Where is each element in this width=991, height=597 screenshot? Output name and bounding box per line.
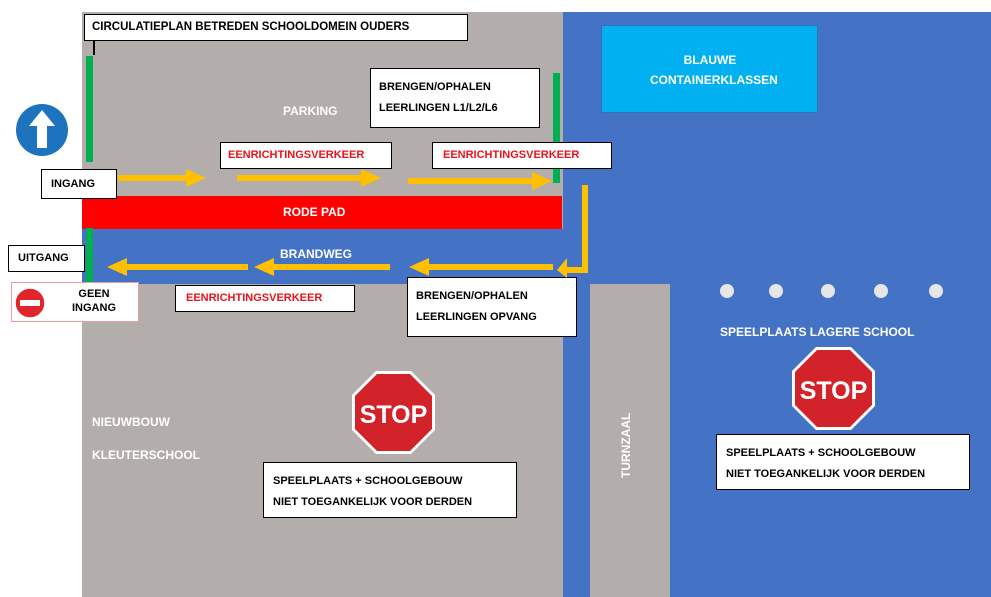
dot-3 — [821, 284, 835, 298]
turnzaal-building — [590, 284, 670, 597]
warning-left-line1: SPEELPLAATS + SCHOOLGEBOUW — [273, 475, 463, 487]
brengen-opvang-line2: LEERLINGEN OPVANG — [416, 311, 537, 323]
ingang-box: INGANG — [41, 169, 117, 199]
dot-4 — [874, 284, 888, 298]
geen-ingang-label: GEEN INGANG — [62, 287, 126, 315]
arrow-down — [582, 185, 588, 273]
brengen-ophalen-l1-box: BRENGEN/OPHALEN LEERLINGEN L1/L2/L6 — [370, 68, 540, 128]
arrow-out-2 — [272, 264, 390, 270]
nieuwbouw-label: NIEUWBOUW — [92, 415, 170, 429]
eenrichting-box-1: EENRICHTINGSVERKEER — [220, 142, 392, 169]
parking-label: PARKING — [283, 104, 338, 118]
dot-2 — [769, 284, 783, 298]
brengen-ophalen-opvang-box: BRENGEN/OPHALEN LEERLINGEN OPVANG — [407, 277, 577, 337]
blauwe-containerklassen — [601, 25, 818, 113]
geen-ingang-line2: INGANG — [72, 302, 116, 314]
rode-pad-label: RODE PAD — [283, 205, 346, 219]
brengen-opvang-line1: BRENGEN/OPHALEN — [416, 290, 528, 302]
arrow-in-1 — [118, 175, 188, 181]
warning-box-left: SPEELPLAATS + SCHOOLGEBOUW NIET TOEGANKE… — [263, 462, 517, 518]
arrow-in-2 — [237, 175, 363, 181]
brandweg-road — [82, 229, 564, 284]
brengen-l1-line2: LEERLINGEN L1/L2/L6 — [379, 102, 498, 114]
dot-1 — [720, 284, 734, 298]
title-connector — [93, 41, 95, 55]
arrow-turn — [565, 267, 588, 273]
brandweg-label: BRANDWEG — [280, 247, 352, 261]
playground-dots — [720, 284, 943, 298]
green-bar-left — [86, 56, 93, 162]
warning-right-line1: SPEELPLAATS + SCHOOLGEBOUW — [726, 447, 916, 459]
warning-left-line2: NIET TOEGANKELIJK VOOR DERDEN — [273, 496, 473, 508]
arrow-in-3 — [408, 178, 534, 184]
brengen-l1-line1: BRENGEN/OPHALEN — [379, 81, 491, 93]
arrow-out-3 — [125, 264, 248, 270]
eenrichting-box-3: EENRICHTINGSVERKEER — [175, 285, 355, 312]
dot-5 — [929, 284, 943, 298]
green-bar-left-lower — [86, 228, 93, 282]
map-title: CIRCULATIEPLAN BETREDEN SCHOOLDOMEIN OUD… — [84, 14, 468, 41]
kleuterschool-label: KLEUTERSCHOOL — [92, 448, 200, 462]
geen-ingang-line1: GEEN — [78, 288, 110, 300]
speelplaats-lagere-school-label: SPEELPLAATS LAGERE SCHOOL — [720, 325, 915, 339]
arrow-out-1 — [427, 264, 553, 270]
green-bar-right — [553, 73, 560, 183]
stop-sign-left-icon: STOP — [352, 371, 435, 454]
no-entry-icon — [14, 287, 46, 319]
blauwe-containerklassen-label: BLAUWE CONTAINERKLASSEN — [650, 53, 778, 87]
warning-right-line2: NIET TOEGANKELIJK VOOR DERDEN — [726, 468, 926, 480]
uitgang-box: UITGANG — [8, 245, 85, 272]
stop-text-left: STOP — [360, 401, 428, 429]
rode-pad — [82, 196, 562, 229]
one-way-sign-icon — [13, 101, 71, 159]
stop-text-right: STOP — [800, 377, 868, 405]
stop-sign-right-icon: STOP — [792, 347, 875, 430]
warning-box-right: SPEELPLAATS + SCHOOLGEBOUW NIET TOEGANKE… — [716, 434, 970, 490]
eenrichting-box-2: EENRICHTINGSVERKEER — [432, 142, 612, 169]
